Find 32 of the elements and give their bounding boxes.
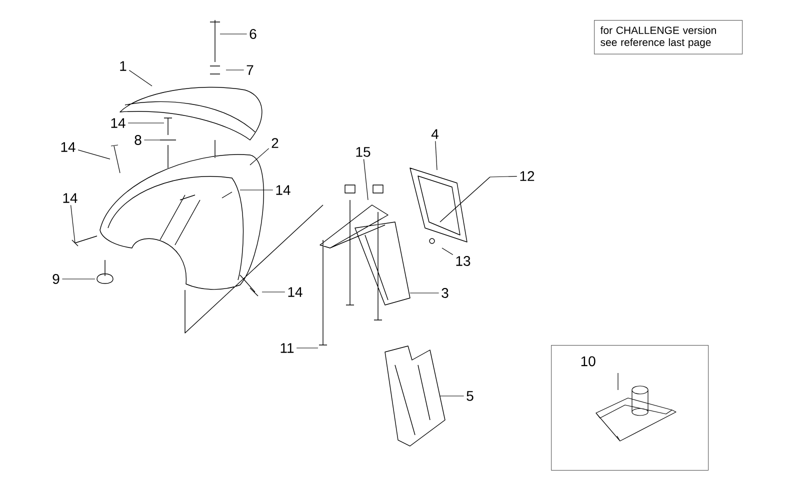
callout-number: 5 [466, 391, 474, 401]
leader-line [128, 70, 152, 86]
callout-number: 14 [61, 142, 76, 152]
callout-number: 14 [111, 118, 126, 128]
callout-number: 1 [120, 61, 126, 71]
callout-number: 8 [134, 135, 142, 145]
callout-number: 2 [272, 138, 278, 148]
callout-number: 15 [356, 147, 370, 157]
callout-number: 7 [246, 65, 254, 75]
callout-number: 11 [280, 343, 294, 353]
callout-number: 14 [276, 185, 290, 195]
callout-number: 9 [52, 274, 60, 284]
leader-line [490, 176, 518, 178]
callout-number: 12 [520, 171, 534, 181]
inset-box: 10 [551, 345, 709, 471]
callout-number: 3 [442, 288, 448, 298]
callout-number: 14 [288, 287, 302, 297]
callout-number: 14 [63, 193, 78, 203]
callout-number: 4 [431, 129, 438, 139]
callout-number: 13 [456, 256, 470, 266]
leader-line [363, 158, 368, 200]
leader-line [128, 122, 164, 124]
leader-line [435, 140, 438, 170]
leader-line [70, 204, 76, 244]
callout-number: 6 [250, 29, 256, 39]
leader-line [250, 148, 270, 166]
note-box: for CHALLENGE version see reference last page [594, 20, 743, 54]
leader-line [78, 150, 110, 160]
leader-line [62, 278, 96, 280]
leader-line [442, 248, 454, 256]
leader-line [410, 292, 440, 294]
screw-drawing [110, 144, 120, 174]
